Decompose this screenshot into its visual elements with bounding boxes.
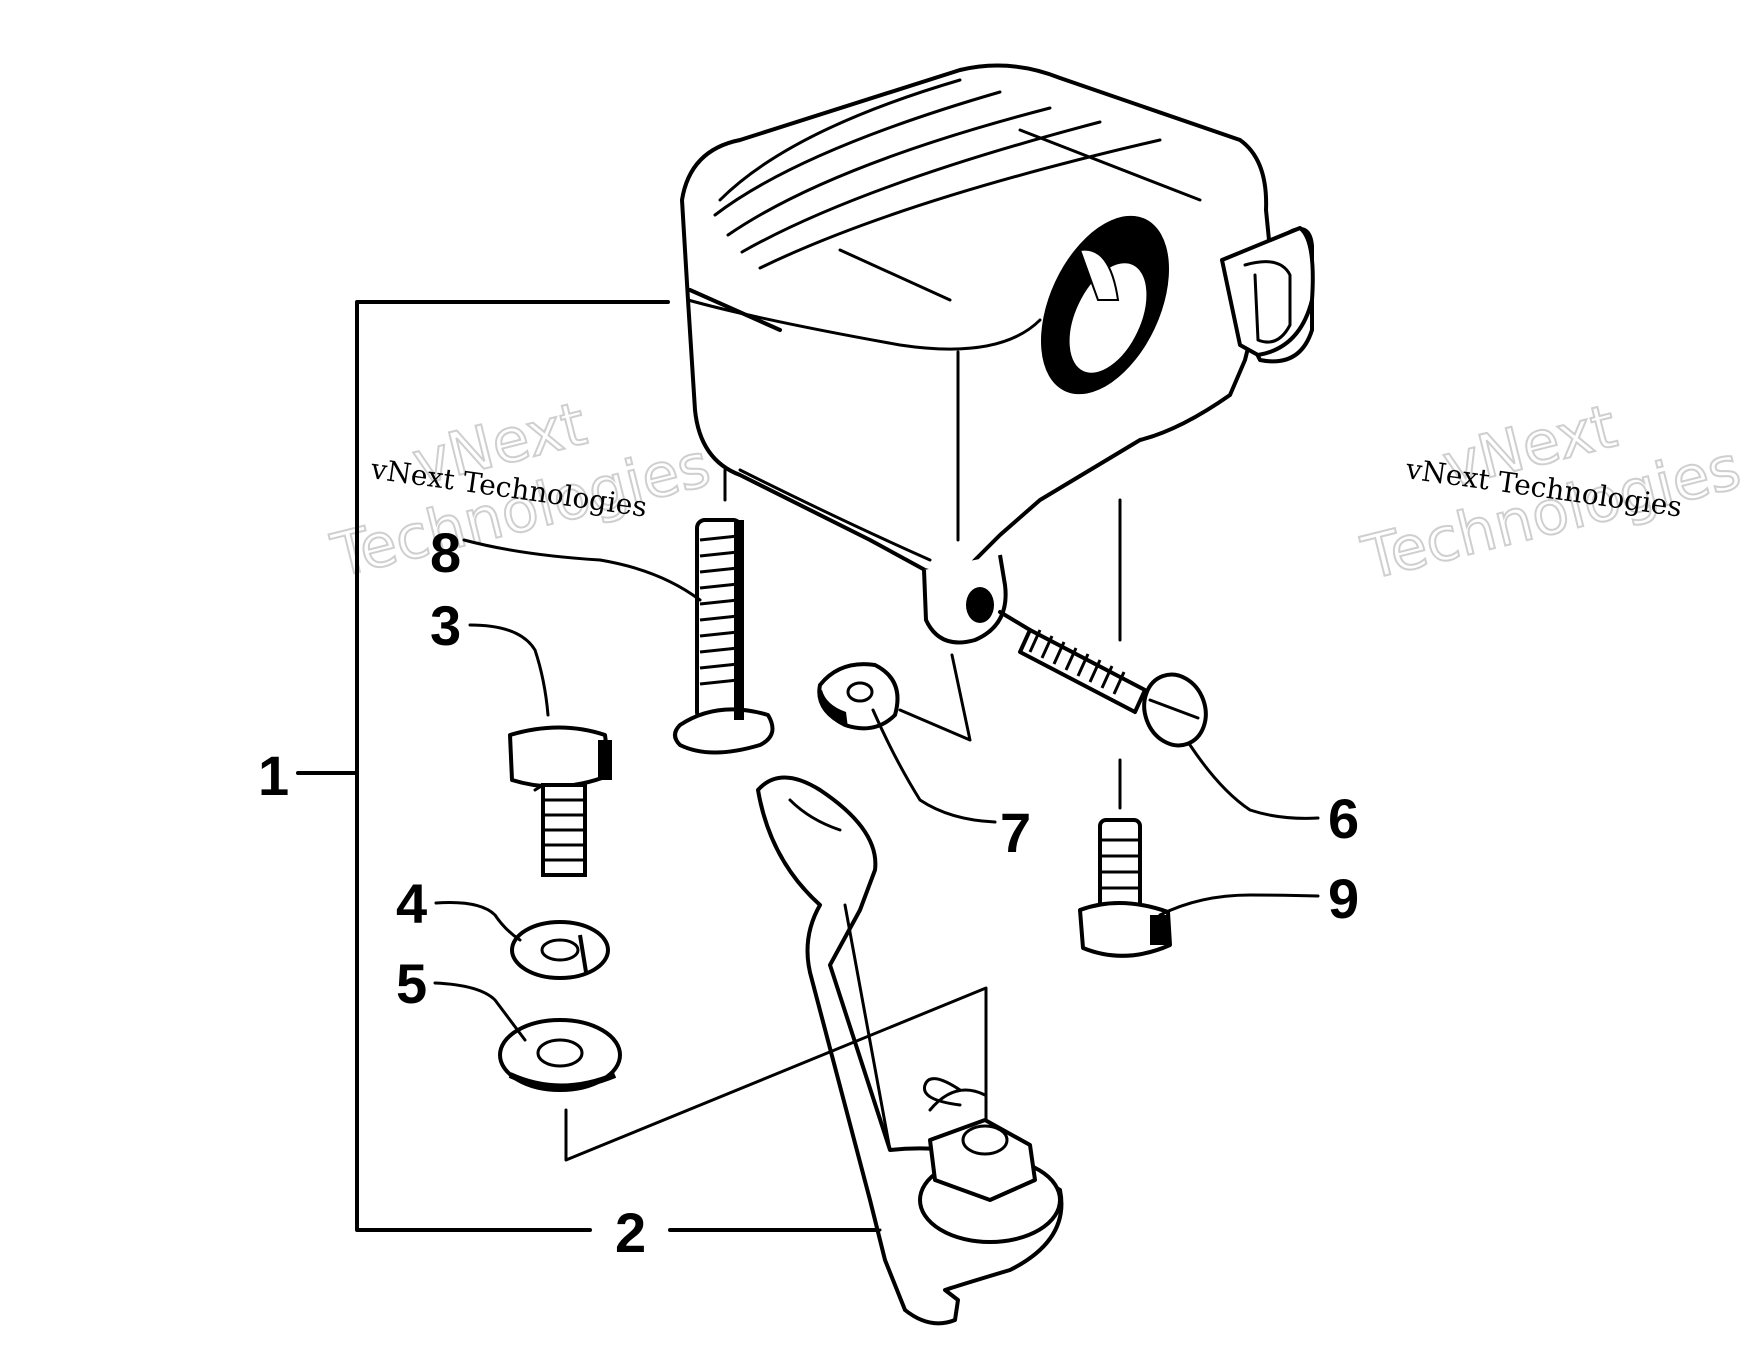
callout-5: 5 bbox=[396, 952, 427, 1015]
part-nut-7 bbox=[817, 662, 900, 731]
callout-8: 8 bbox=[430, 521, 461, 584]
part-lockwasher-4 bbox=[510, 920, 610, 980]
callout-4: 4 bbox=[396, 872, 427, 935]
part-bolt-9 bbox=[1078, 818, 1172, 958]
part-screw-8 bbox=[673, 518, 775, 755]
callout-3: 3 bbox=[430, 594, 461, 657]
callout-7: 7 bbox=[1000, 801, 1031, 864]
leader-lines bbox=[433, 538, 1320, 1232]
part-bolt-3 bbox=[508, 725, 612, 877]
callout-2: 2 bbox=[615, 1201, 646, 1264]
part-screw-6 bbox=[998, 610, 1208, 748]
callout-1: 1 bbox=[258, 744, 289, 807]
callout-9: 9 bbox=[1328, 867, 1359, 930]
callout-6: 6 bbox=[1328, 787, 1359, 850]
part-lever-2 bbox=[756, 775, 1064, 1326]
assembly-bracket bbox=[296, 300, 882, 1232]
part-washer-5 bbox=[498, 1018, 622, 1092]
switch-housing bbox=[680, 63, 1315, 645]
